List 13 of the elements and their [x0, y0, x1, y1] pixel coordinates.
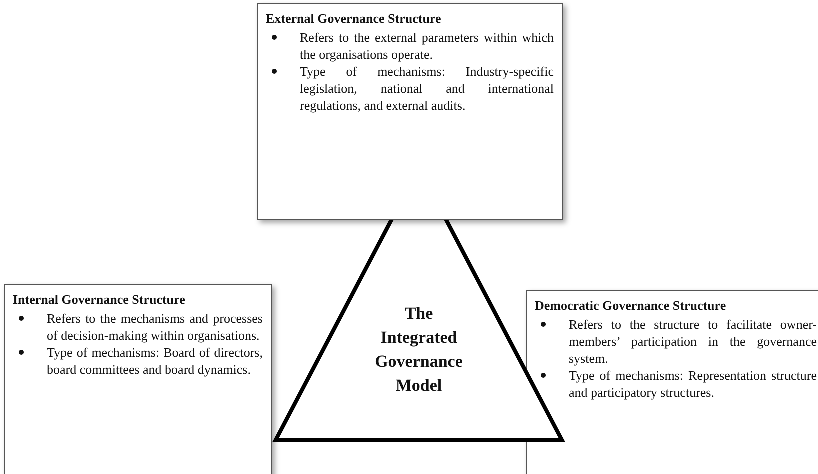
box-heading: Internal Governance Structure	[13, 292, 186, 308]
text-box	[526, 290, 818, 474]
bullet-text: Type of mechanisms: Industry-specific legislation, national and international regulations, and external audits.	[300, 64, 554, 113]
text-box	[257, 3, 563, 220]
bullet-text: Refers to the external parameters within which the organisations operate.	[300, 30, 554, 62]
triangle-label: The Integrated Governance Model	[374, 303, 464, 397]
bullet-text: Type of mechanisms: Board of directors, board committees and board dynamics.	[47, 345, 263, 377]
box-heading: External Governance Structure	[266, 11, 442, 27]
bullet-text: Type of mechanisms: Representation structure and participatory structures.	[569, 368, 817, 400]
bullet-text: Refers to the structure to facilitate owner-members’ participation in the governance system.	[569, 317, 817, 366]
text-box	[4, 284, 272, 474]
bullet-text: Refers to the mechanisms and processes of decision-making within organisations.	[47, 311, 263, 343]
box-heading: Democratic Governance Structure	[535, 298, 726, 314]
